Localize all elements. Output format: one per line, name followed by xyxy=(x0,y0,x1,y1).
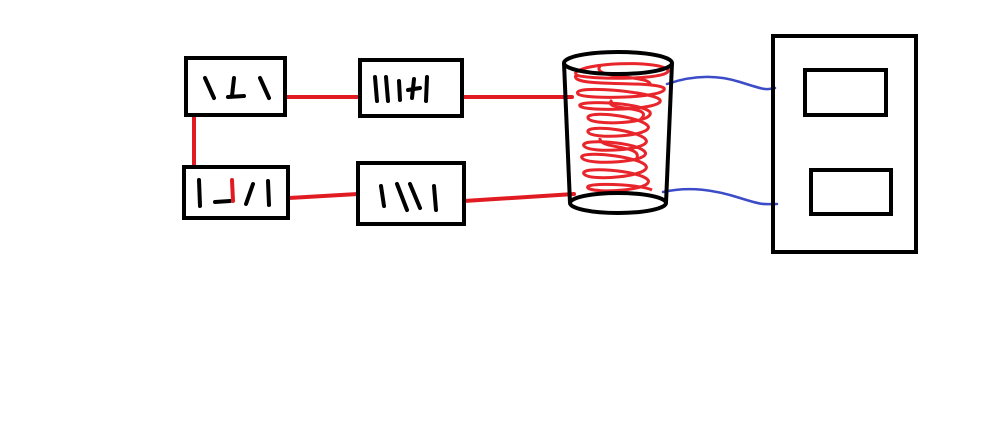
box-top-middle-marks xyxy=(373,75,429,103)
box-bottom-middle xyxy=(356,161,466,226)
meter-display-bottom xyxy=(809,168,893,216)
box-bottom-left xyxy=(182,165,290,220)
wire-bottom-boxes xyxy=(287,192,360,200)
box-top-left-marks xyxy=(203,76,271,100)
coil-cylinder xyxy=(562,50,674,215)
lead-bottom xyxy=(661,187,779,206)
box-bottom-left-marks xyxy=(197,178,271,208)
meter-device xyxy=(771,34,918,254)
leads xyxy=(661,75,779,206)
coil-winding xyxy=(573,62,670,193)
meter-display-top xyxy=(803,68,888,117)
box-bottom-middle-marks xyxy=(379,182,438,212)
box-top-left xyxy=(184,56,287,117)
wire-bottom-to-coil xyxy=(462,192,576,203)
box-top-middle xyxy=(358,58,464,118)
wires xyxy=(192,95,576,203)
lead-top xyxy=(665,75,777,91)
